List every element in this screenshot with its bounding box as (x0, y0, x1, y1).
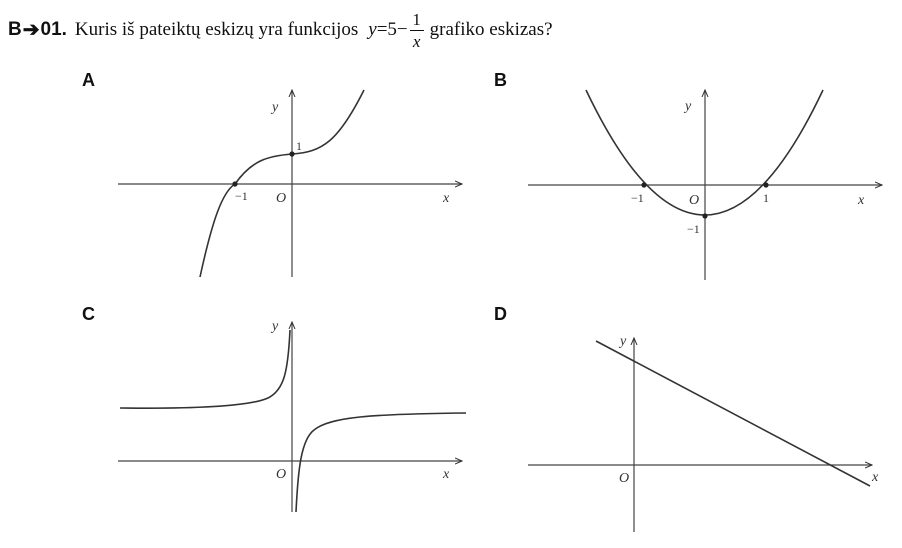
graph-a-tick-y: 1 (296, 139, 302, 153)
graph-a-point-x (232, 181, 238, 187)
graph-b[interactable]: y x O −1 1 −1 (528, 90, 882, 280)
graph-a-x-label: x (442, 191, 450, 206)
graph-b-origin: O (689, 193, 699, 208)
option-c-label[interactable]: C (82, 304, 95, 324)
question-text-after: grafiko eskizas? (429, 19, 553, 40)
question-number-letter: B (8, 19, 22, 40)
graph-b-point-x-pos (763, 182, 769, 188)
graph-c-origin: O (276, 467, 286, 482)
arrow-right-icon: ➔ (22, 18, 40, 41)
graph-b-tick-x-pos: 1 (763, 191, 769, 205)
graph-d-line (595, 340, 871, 487)
graph-d[interactable]: y x O (528, 334, 879, 532)
graph-c[interactable]: y x O (118, 319, 467, 513)
graph-a-tick-x: −1 (235, 189, 248, 203)
option-b-label[interactable]: B (494, 70, 507, 90)
question-line: B➔01. Kuris iš pateiktų eskizų yra funkc… (8, 10, 553, 50)
formula-variable: y (368, 19, 377, 40)
graph-a[interactable]: y x O −1 1 (118, 89, 462, 278)
graph-a-curve (199, 89, 365, 278)
graph-a-origin: O (276, 191, 286, 206)
formula-fraction: 1 x (409, 9, 424, 51)
fraction-denominator: x (412, 31, 421, 51)
graph-b-y-label: y (683, 99, 692, 114)
option-a-label[interactable]: A (82, 70, 95, 90)
function-formula: y=5− 1 x (368, 9, 424, 51)
graph-b-x-label: x (857, 193, 865, 208)
option-d-label[interactable]: D (494, 304, 507, 324)
graph-b-point-y (702, 213, 708, 219)
question-number-suffix: 01. (40, 19, 67, 40)
graph-c-x-label: x (442, 467, 450, 482)
question-number: B➔01. (8, 18, 67, 43)
graph-d-y-label: y (618, 334, 627, 349)
graph-c-y-label: y (270, 319, 279, 334)
graph-b-tick-y: −1 (687, 222, 700, 236)
graph-d-x-label: x (871, 470, 879, 485)
fraction-numerator: 1 (412, 9, 421, 29)
fraction-bar (409, 29, 424, 31)
formula-equals: =5− (376, 19, 408, 40)
graph-d-origin: O (619, 471, 629, 486)
graph-a-y-label: y (270, 100, 279, 115)
graph-c-curve-right (295, 412, 467, 513)
graph-b-point-x-neg (641, 182, 647, 188)
graph-b-tick-x-neg: −1 (631, 191, 644, 205)
graph-a-point-y (289, 151, 295, 157)
question-text: Kuris iš pateiktų eskizų yra funkcijos (74, 19, 359, 40)
graph-c-curve-left (119, 329, 291, 409)
